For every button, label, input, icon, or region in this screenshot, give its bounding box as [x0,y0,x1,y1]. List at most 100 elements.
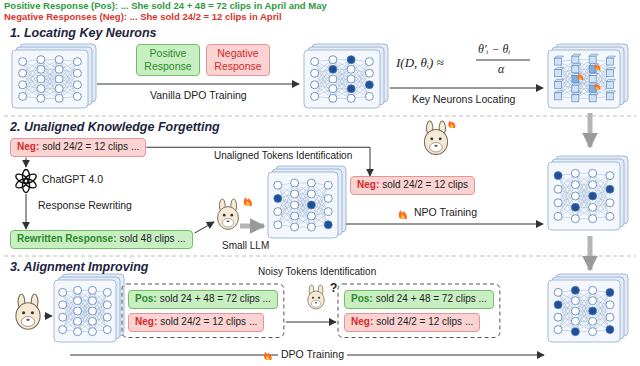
circle-shape [37,85,45,93]
path-shape [595,83,601,90]
circle-shape [606,326,614,334]
path-shape [555,68,564,70]
circle-shape [59,326,67,334]
network-illustration [268,166,346,238]
circle-shape [571,215,579,223]
circle-shape [589,215,597,223]
ellipse-shape [16,303,40,329]
circle-shape [554,185,562,193]
circle-shape [230,214,233,217]
circle-shape [74,297,82,305]
box-heading: Negative Response [214,47,261,72]
line-shape [41,60,59,89]
circle-shape [606,288,614,296]
flame-icon [244,197,252,206]
line-shape [333,60,351,89]
circle-shape [274,194,282,202]
circle-shape [365,69,373,77]
path-shape [555,91,564,93]
rect-shape [555,58,562,65]
formula-text: I(D, θᵢ) ≈ [396,55,444,71]
negative-sample-box: Neg:sold 24/2 = 12 clips ... [10,138,146,157]
circle-shape [318,297,320,299]
ellipse-shape [315,302,317,304]
network-illustration [548,156,628,230]
ellipse-shape [226,220,229,222]
ellipse-shape [308,291,325,309]
rect-shape [606,81,613,88]
line-shape [333,69,351,98]
circle-shape [589,192,597,200]
rect-shape [589,76,596,83]
box-heading: Neg: [17,141,39,152]
llama-icon [308,285,325,309]
section-divider [4,116,636,117]
circle-shape [365,81,373,89]
circle-shape [571,181,579,189]
circle-shape [19,81,27,89]
llama-icon [218,199,239,229]
ellipse-shape [222,218,233,227]
circle-shape [606,212,614,220]
circle-shape [291,190,299,198]
rect-shape [572,85,579,92]
circle-shape [589,297,597,305]
circle-shape [311,81,319,89]
question-mark: ? [330,281,337,295]
rect-shape [268,172,338,238]
path-shape [596,86,599,90]
fraction-bar [476,60,530,61]
step-arrow [26,158,27,168]
circle-shape [606,301,614,309]
box-heading: Pos: [135,293,157,304]
rect-shape [555,70,562,77]
circle-shape [274,181,282,189]
flame-icon [399,210,407,219]
step-label: Response Rewriting [38,199,132,212]
circle-shape [55,85,63,93]
circle-shape [365,58,373,66]
ellipse-shape [424,129,447,154]
negative-sample-box: Neg:sold 24/2 = 12 clips [350,176,475,195]
connector-label: Unaligned Tokens Identification [212,150,354,162]
rect-shape [12,50,88,108]
circle-shape [103,301,111,309]
ellipse-shape [434,145,437,147]
circle-shape [37,56,45,64]
circle-shape [37,94,45,102]
circle-shape [307,201,315,209]
step-label: DPO Training [278,348,347,361]
step-label: Key Neurons Locating [412,93,515,106]
circle-shape [329,56,337,64]
circle-shape [274,208,282,216]
circle-shape [55,94,63,102]
circle-shape [571,286,579,294]
network-illustration [12,44,96,108]
rect-shape [548,162,620,230]
chatgpt-logo [14,170,37,193]
circle-shape [73,69,81,77]
step-arrow [97,84,299,85]
path-shape [589,64,598,66]
formula-text: α [498,62,504,76]
circle-shape [554,326,562,334]
circle-shape [329,94,337,102]
circle-shape [589,286,597,294]
path-shape [572,93,581,95]
circle-shape [589,203,597,211]
circle-shape [55,56,63,64]
circle-shape [31,311,34,314]
circle-shape [589,181,597,189]
step-arrow [195,222,214,233]
circle-shape [37,65,45,73]
circle-shape [274,221,282,229]
path-shape [244,197,252,206]
connectors [146,147,370,176]
circle-shape [22,311,25,314]
llama-icon [16,294,40,329]
circle-shape [571,307,579,315]
box-text: sold 24 + 48 = 72 clips ... [160,293,271,304]
path-shape [589,83,598,85]
circle-shape [606,199,614,207]
path-shape [589,93,598,95]
